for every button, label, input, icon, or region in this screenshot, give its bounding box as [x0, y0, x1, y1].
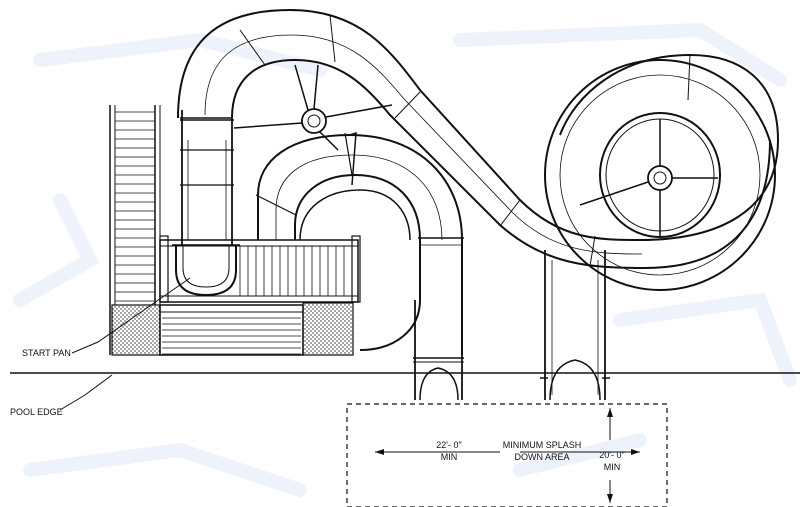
- start-pan: [172, 244, 240, 297]
- foundation-block-left: [111, 304, 161, 356]
- upper-s-slide: [177, 8, 780, 270]
- pool-edge-leader: [59, 374, 113, 411]
- splash-area-line1: MINIMUM SPLASH: [503, 440, 582, 450]
- background-watermark: [13, 22, 797, 497]
- lower-deck-railing: [159, 304, 304, 356]
- splash-width-value: 22'- 0": [436, 440, 461, 450]
- staircase: [109, 105, 161, 355]
- width-dimension: [375, 449, 640, 455]
- start-pan-leader: [71, 277, 191, 354]
- splash-area-line2: DOWN AREA: [514, 452, 569, 462]
- splash-depth-min: MIN: [604, 462, 621, 472]
- middle-exit-tube: [413, 300, 464, 401]
- right-spiral-loop: [544, 59, 776, 291]
- depth-dimension: [607, 408, 613, 503]
- upper-loop-hub: [233, 64, 393, 151]
- pool-edge-label: POOL EDGE: [10, 407, 63, 417]
- splash-depth-value: 20'- 0": [599, 450, 624, 460]
- foundation-block-right: [302, 302, 354, 356]
- splash-down-area: [346, 403, 668, 507]
- middle-spiral-slide: [255, 131, 464, 355]
- splash-width-min: MIN: [441, 452, 458, 462]
- start-pan-label: START PAN: [22, 348, 71, 358]
- right-exit-tube: [540, 250, 610, 401]
- entry-drop-tube: [180, 110, 234, 245]
